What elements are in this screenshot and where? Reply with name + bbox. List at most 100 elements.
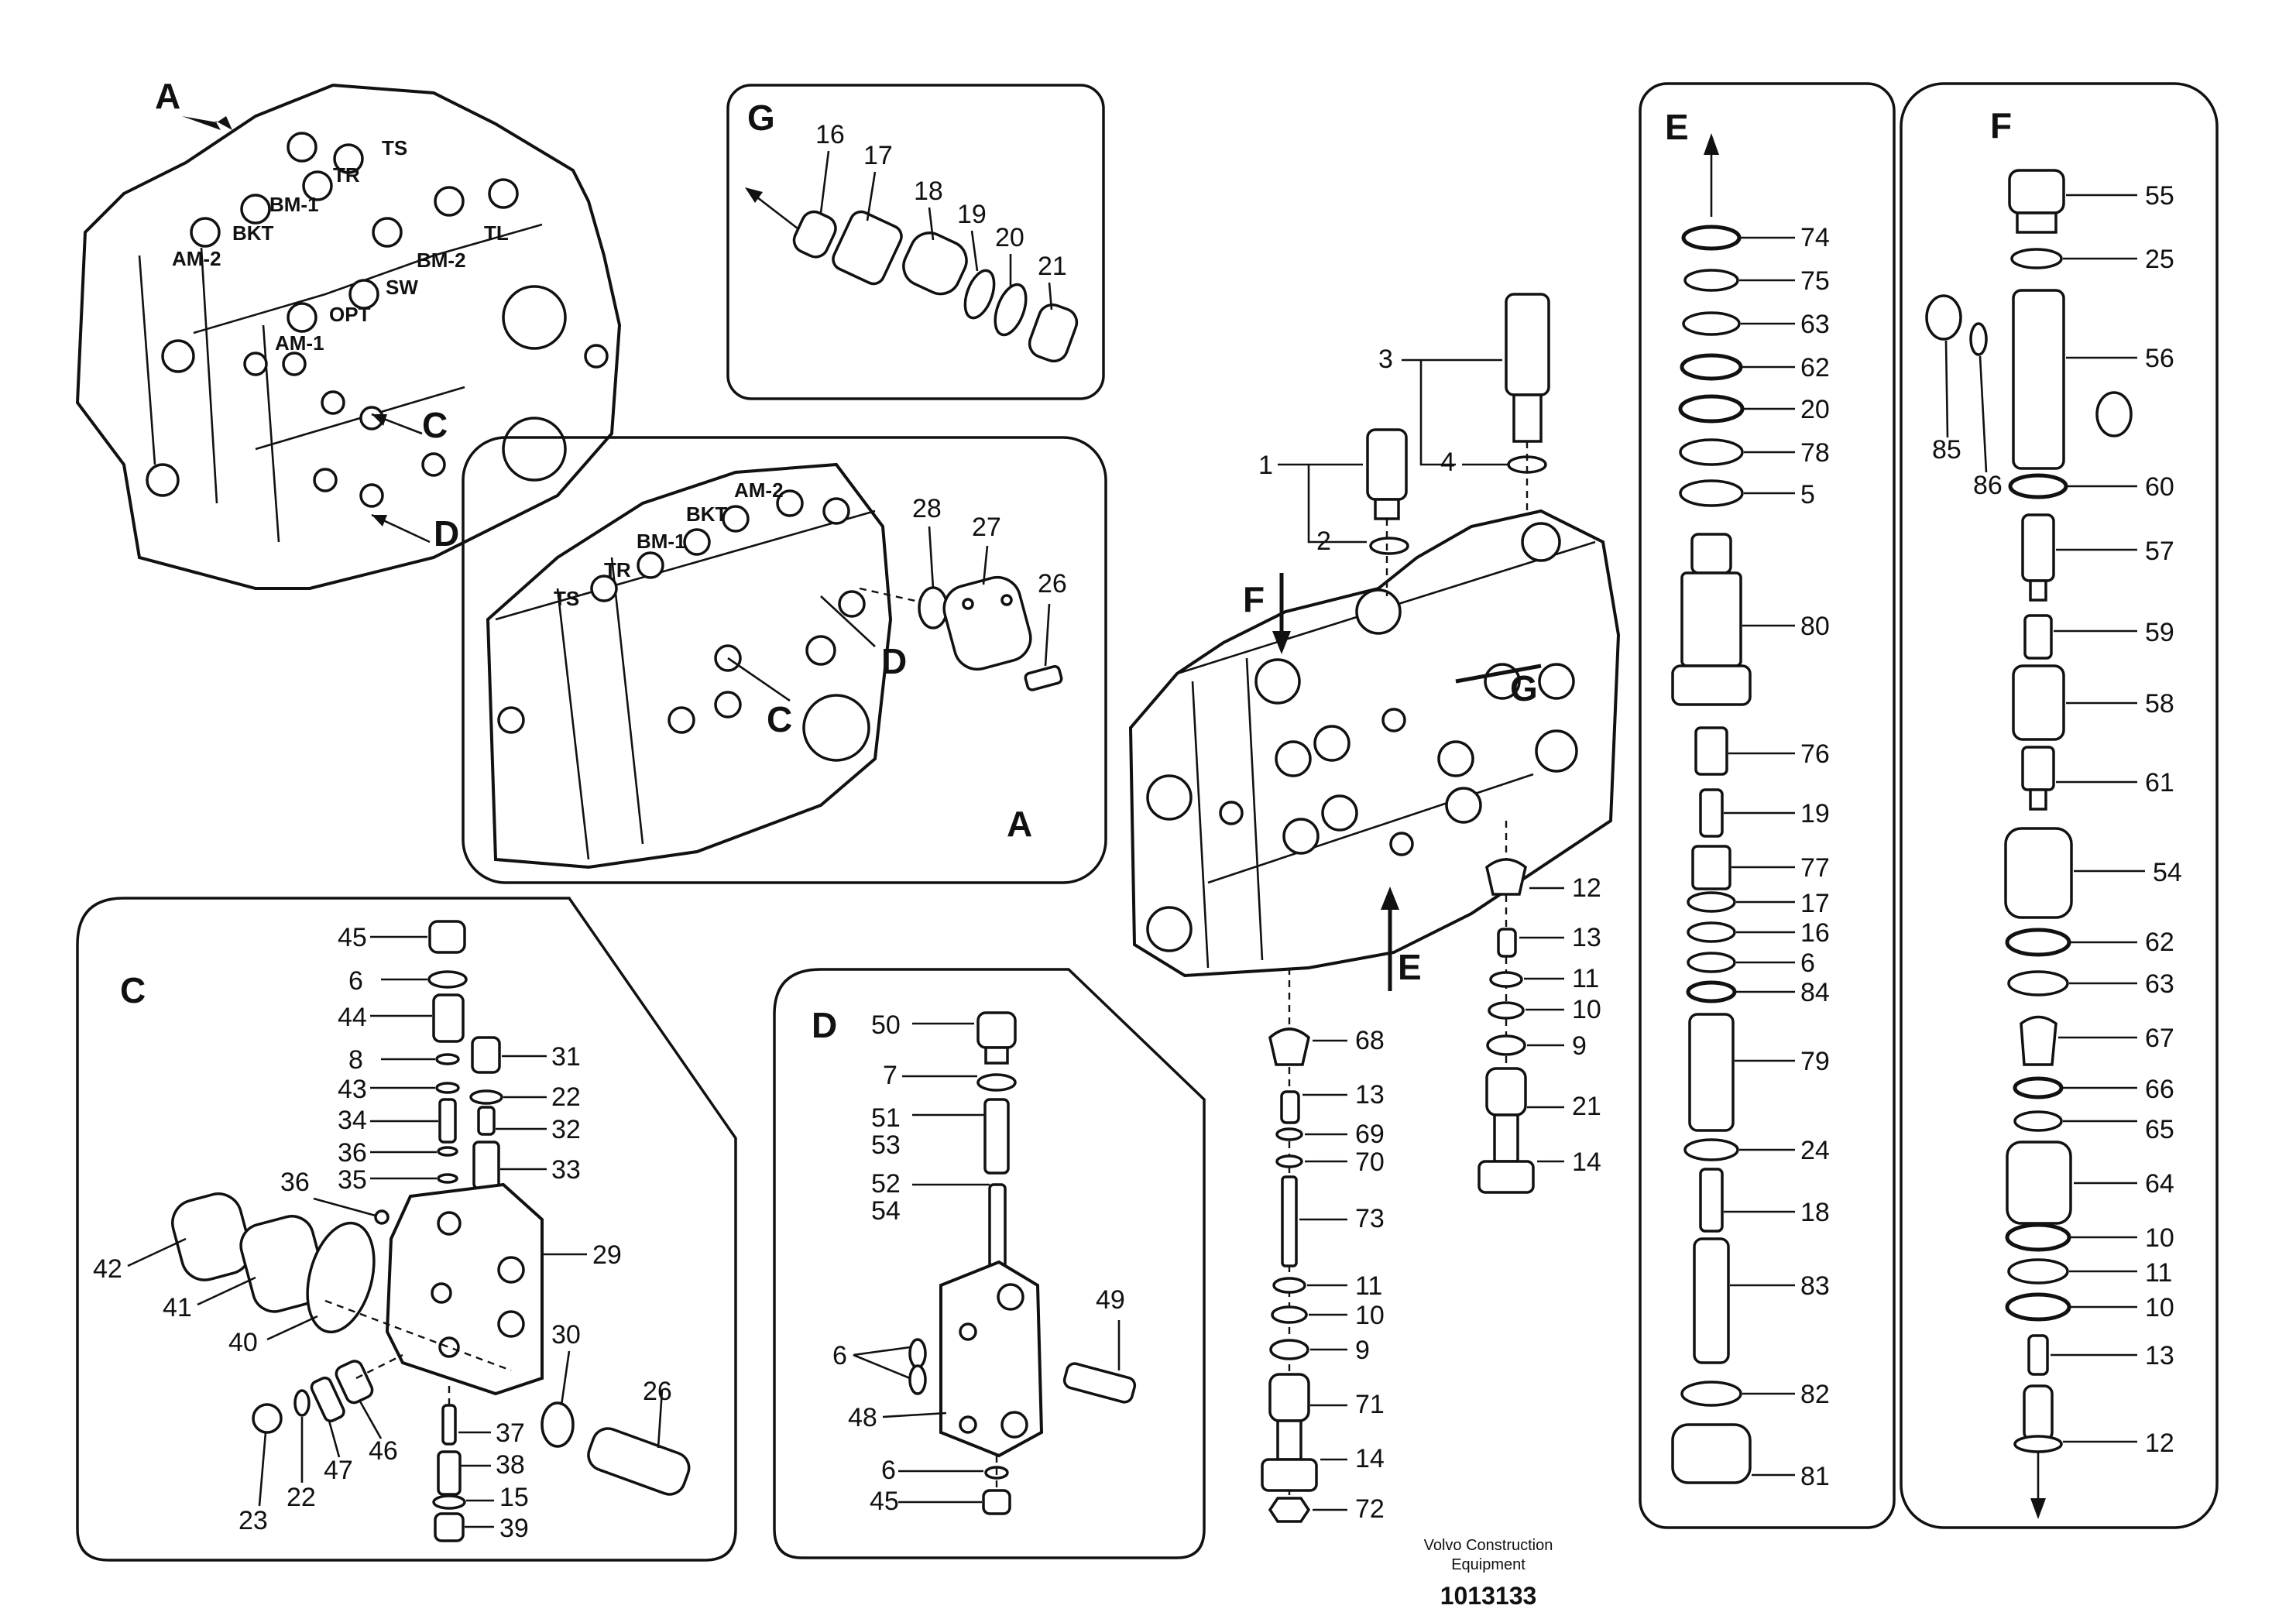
callout-78: 78 — [1800, 438, 1830, 468]
callout-47: 47 — [324, 1456, 353, 1485]
callout-65: 65 — [2145, 1115, 2174, 1144]
valve-label-am1: AM-1 — [275, 331, 324, 355]
footer-drawing-number: 1013133 — [1440, 1582, 1537, 1610]
callout-42: 42 — [93, 1254, 122, 1284]
callout-5: 5 — [1800, 480, 1815, 509]
callout-33: 33 — [551, 1155, 581, 1185]
panel-c-title: C — [120, 970, 146, 1010]
callout-76: 76 — [1800, 739, 1830, 769]
panel-c: C — [76, 897, 737, 1562]
callout-12a: 12 — [1572, 873, 1601, 903]
callout-16e: 16 — [1800, 918, 1830, 948]
overall-valve-view: A TS TR BM-1 BKT AM-2 TL BM-2 SW O — [75, 76, 622, 590]
callout-19e: 19 — [1800, 799, 1830, 828]
callout-34: 34 — [338, 1106, 367, 1135]
callout-17e: 17 — [1800, 889, 1830, 918]
panel-f: F — [1900, 82, 2219, 1529]
callout-21: 21 — [1038, 252, 1067, 281]
panel-a-title: A — [1007, 804, 1032, 844]
arrow-a-label: A — [155, 76, 180, 116]
callout-13b: 13 — [1355, 1080, 1385, 1110]
panel-d-title: D — [812, 1005, 837, 1045]
callout-24: 24 — [1800, 1136, 1830, 1165]
callout-11a: 11 — [1572, 964, 1599, 993]
valve-block-outline — [75, 83, 622, 590]
panel-g: G 16 17 18 19 20 21 — [726, 84, 1105, 400]
callout-15: 15 — [499, 1483, 529, 1512]
panel-a-label-tr: TR — [604, 558, 631, 581]
callout-11b: 11 — [1355, 1271, 1382, 1301]
arrow-d-head — [372, 515, 387, 527]
valve-label-sw: SW — [386, 276, 418, 299]
callout-84: 84 — [1800, 978, 1830, 1007]
drawing-footer: Volvo Construction Equipment 1013133 — [1424, 1537, 1553, 1610]
callout-75: 75 — [1800, 266, 1830, 296]
footer-company-line1: Volvo Construction — [1424, 1537, 1553, 1554]
callout-36c: 36 — [338, 1138, 367, 1168]
valve-label-am2: AM-2 — [172, 247, 221, 270]
panel-a-label-bkt: BKT — [686, 503, 728, 526]
main-arrow-g-line — [1455, 664, 1542, 684]
callout-79: 79 — [1800, 1047, 1830, 1076]
callout-43: 43 — [338, 1075, 367, 1104]
callout-13f: 13 — [2145, 1341, 2174, 1370]
callout-12f: 12 — [2145, 1429, 2174, 1458]
arrow-d-label: D — [434, 513, 459, 554]
footer-company-line2: Equipment — [1451, 1556, 1526, 1573]
main-arrow-e: E — [1398, 947, 1422, 987]
callout-55: 55 — [2145, 181, 2174, 211]
callout-31: 31 — [551, 1042, 581, 1072]
arrow-c-label: C — [422, 405, 448, 445]
callout-68: 68 — [1355, 1026, 1385, 1055]
valve-label-ts: TS — [382, 136, 407, 159]
valve-block-edges — [138, 223, 543, 543]
panel-e-title: E — [1665, 107, 1689, 147]
callout-72: 72 — [1355, 1494, 1385, 1524]
callout-40: 40 — [228, 1328, 258, 1357]
callout-21a: 21 — [1572, 1092, 1601, 1121]
valve-port-circles — [146, 132, 609, 508]
callout-18: 18 — [914, 177, 943, 206]
callout-80: 80 — [1800, 612, 1830, 641]
callout-16: 16 — [815, 120, 845, 149]
callout-63f: 63 — [2145, 969, 2174, 999]
callout-20e: 20 — [1800, 395, 1830, 424]
panel-g-title: G — [747, 98, 775, 138]
callout-48: 48 — [848, 1403, 877, 1432]
panel-a-label-ts: TS — [554, 587, 579, 610]
panel-a-label-bm1: BM-1 — [637, 530, 686, 553]
callout-59: 59 — [2145, 618, 2174, 647]
callout-26: 26 — [1038, 569, 1067, 599]
valve-label-bm1: BM-1 — [269, 193, 319, 216]
callout-45d: 45 — [870, 1487, 899, 1516]
callout-6d2: 6 — [881, 1456, 896, 1485]
callout-28: 28 — [912, 494, 942, 523]
panel-a: A TS TR BM-1 BKT AM-2 C D 28 27 26 — [462, 436, 1107, 884]
callout-44: 44 — [338, 1003, 367, 1032]
arrow-c-head — [372, 414, 387, 426]
callout-61: 61 — [2145, 768, 2174, 797]
callout-23: 23 — [239, 1506, 268, 1535]
panel-f-title: F — [1990, 105, 2012, 146]
callout-20: 20 — [995, 223, 1024, 252]
callout-36c2: 36 — [280, 1168, 310, 1197]
callout-86: 86 — [1973, 471, 2003, 500]
main-arrow-g: G — [1510, 668, 1538, 708]
callout-9a: 9 — [1572, 1031, 1587, 1061]
panel-a-label-am2: AM-2 — [734, 478, 784, 502]
callout-29: 29 — [592, 1240, 622, 1270]
panel-d: D 50 7 51 53 52 54 6 48 49 6 45 — [773, 968, 1206, 1559]
callout-38: 38 — [496, 1450, 525, 1480]
callout-22c: 22 — [551, 1082, 581, 1112]
callout-10a: 10 — [1572, 995, 1601, 1024]
callout-13a: 13 — [1572, 923, 1601, 952]
callout-81: 81 — [1800, 1462, 1830, 1491]
callout-54f: 54 — [2153, 858, 2182, 887]
callout-32: 32 — [551, 1115, 581, 1144]
panel-e: E 74 75 — [1639, 82, 1896, 1529]
callout-10f2: 10 — [2145, 1293, 2174, 1322]
callout-67: 67 — [2145, 1024, 2174, 1053]
callout-19: 19 — [957, 200, 987, 229]
callout-1: 1 — [1258, 451, 1273, 480]
callout-52: 52 — [871, 1169, 901, 1199]
